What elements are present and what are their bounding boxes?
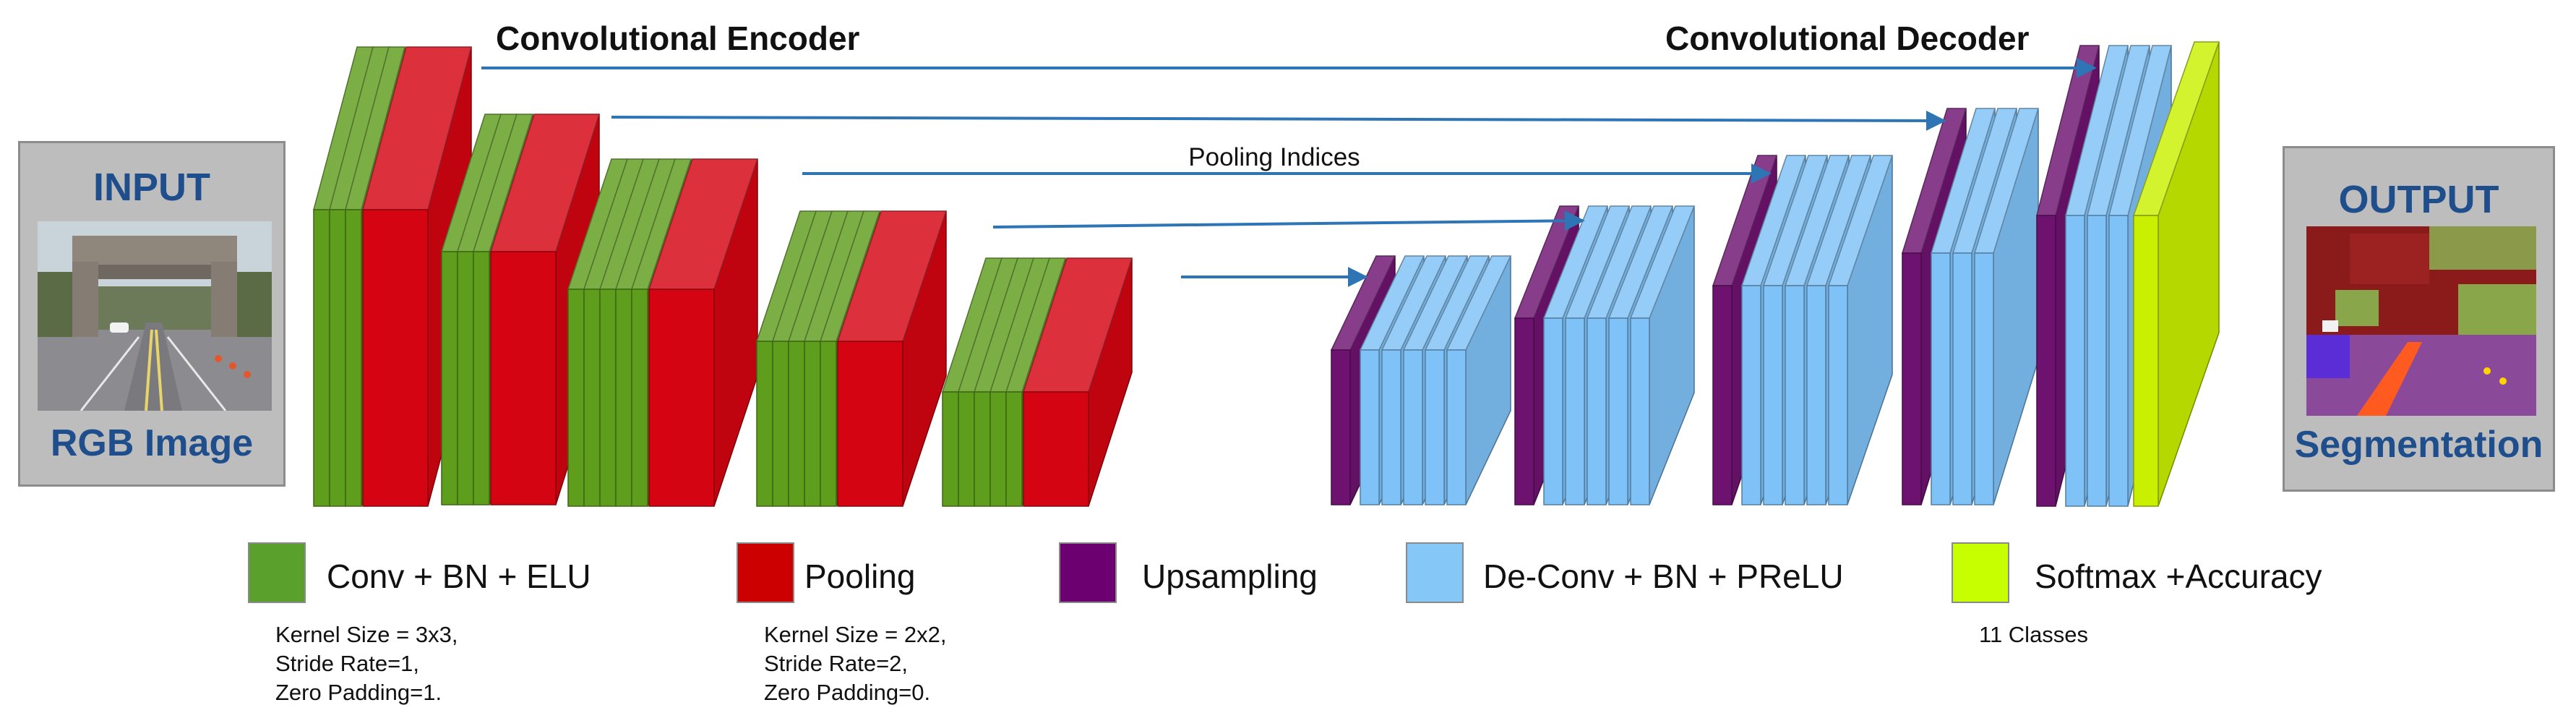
legend-label-conv: Conv + BN + ELU	[327, 558, 591, 595]
decoder-block-4-deconv-layer-2	[1952, 252, 1972, 505]
encoder-block-3-conv-layer-4	[615, 289, 632, 507]
decoder-block-3-deconv-layer-4	[1806, 285, 1826, 505]
legend-swatch-upsampling	[1059, 542, 1117, 603]
legend-swatch-conv	[248, 542, 306, 603]
legend-note-conv-2: Stride Rate=1,	[275, 651, 420, 676]
decoder-block-3-upsampling-layer	[1712, 285, 1733, 505]
legend-label-deconv: De-Conv + BN + PReLU	[1483, 558, 1844, 595]
encoder-title: Convolutional Encoder	[496, 20, 860, 57]
legend-note-pool-3: Zero Padding=0.	[764, 680, 931, 705]
decoder-block-3-deconv-layer-2	[1763, 285, 1783, 505]
legend-swatch-pool	[737, 542, 794, 603]
decoder-block-3-deconv-layer-1	[1741, 285, 1761, 505]
encoder-block-1-conv-layer-3	[345, 209, 362, 507]
legend-label-pool: Pooling	[804, 558, 916, 595]
decoder-block-2-deconv-layer-3	[1587, 317, 1607, 505]
legend-swatch-deconv	[1406, 542, 1464, 603]
legend-note-pool-2: Stride Rate=2,	[764, 651, 909, 676]
decoder-block-1-deconv-layer-2	[1381, 349, 1401, 505]
decoder-block-1-upsampling-layer	[1331, 349, 1351, 505]
skip-arrow-2	[611, 110, 1946, 131]
decoder-block-5-deconv-layer-2	[2087, 215, 2107, 507]
output-segmentation-map-picture	[2306, 226, 2536, 416]
encoder-block-1-conv-layer-2	[329, 209, 346, 507]
encoder-block-3-conv-layer-2	[583, 289, 601, 507]
encoder-block-3-conv-layer-1	[567, 289, 585, 507]
legend-label-softmax: Softmax +Accuracy	[2035, 558, 2322, 595]
encoder-block-5-conv-layer-4	[989, 391, 1007, 507]
legend-note-conv-1: Kernel Size = 3x3,	[275, 622, 458, 647]
legend-label-upsampling: Upsampling	[1142, 558, 1318, 595]
encoder-block-3-conv-layer-3	[599, 289, 617, 507]
encoder-block-4-conv-layer-2	[772, 341, 789, 507]
decoder-block-2-deconv-layer-4	[1608, 317, 1628, 505]
encoder-block-5-conv-layer-5	[1005, 391, 1023, 507]
output-caption: Segmentation	[2294, 424, 2543, 466]
legend-swatch-softmax	[1952, 542, 2009, 603]
decoder-block-1-deconv-layer-3	[1403, 349, 1423, 505]
decoder-block-1-deconv-layer-4	[1425, 349, 1445, 505]
encoder-block-4-conv-layer-3	[788, 341, 805, 507]
decoder-block-4-deconv-layer-3	[1974, 252, 1994, 505]
encoder-block-2-conv-layer-1	[441, 251, 458, 505]
encoder-block-5-pool-layer-1	[1023, 391, 1089, 507]
encoder-block-4-pool-layer-1	[837, 341, 903, 507]
encoder-block-5-conv-layer-1	[942, 391, 959, 507]
encoder-block-3-pool-layer-1	[648, 289, 715, 507]
decoder-block-3-deconv-layer-3	[1785, 285, 1805, 505]
encoder-block-2-pool-layer-1	[490, 251, 557, 505]
decoder-block-1-deconv-layer-1	[1360, 349, 1380, 505]
encoder-block-4-conv-layer-1	[756, 341, 773, 507]
decoder-block-2-deconv-layer-1	[1543, 317, 1563, 505]
decoder-block-3-deconv-layer-5	[1828, 285, 1848, 505]
input-rgb-image	[38, 221, 272, 411]
output-title: OUTPUT	[2338, 178, 2499, 221]
decoder-block-4-deconv-layer-1	[1931, 252, 1951, 505]
decoder-block-2-deconv-layer-5	[1630, 317, 1650, 505]
legend-note-conv-3: Zero Padding=1.	[275, 680, 442, 705]
output-segmentation-image	[2306, 226, 2536, 416]
encoder-block-1-pool-layer-1	[362, 209, 429, 507]
decoder-block-4-upsampling-layer	[1902, 252, 1922, 505]
legend-note-pool-1: Kernel Size = 2x2,	[764, 622, 947, 647]
encoder-block-5-conv-layer-3	[974, 391, 991, 507]
pooling-indices-label: Pooling Indices	[1188, 143, 1360, 171]
decoder-block-5-softmax-layer	[2133, 215, 2159, 507]
input-title: INPUT	[93, 166, 210, 209]
decoder-block-5-deconv-layer-3	[2108, 215, 2129, 507]
encoder-block-4-conv-layer-5	[820, 341, 837, 507]
encoder-block-4-conv-layer-4	[804, 341, 821, 507]
input-road-scene-picture	[38, 221, 272, 411]
skip-arrow-4	[992, 210, 1585, 231]
legend-note-softmax-1: 11 Classes	[1979, 622, 2089, 647]
encoder-block-5-conv-layer-2	[958, 391, 975, 507]
decoder-block-1-deconv-layer-5	[1446, 349, 1467, 505]
decoder-block-5-deconv-layer-1	[2065, 215, 2085, 507]
output-panel: OUTPUT Segmentation	[2283, 146, 2555, 492]
encoder-block-1-conv-layer-1	[313, 209, 330, 507]
encoder-block-2-conv-layer-3	[473, 251, 490, 505]
encoder-block-3-conv-layer-5	[631, 289, 648, 507]
decoder-block-5-upsampling-layer	[2036, 215, 2056, 507]
encoder-block-2-conv-layer-2	[457, 251, 474, 505]
decoder-title: Convolutional Decoder	[1665, 20, 2030, 57]
input-caption: RGB Image	[50, 422, 254, 464]
decoder-block-2-deconv-layer-2	[1565, 317, 1585, 505]
decoder-block-2-upsampling-layer	[1514, 317, 1534, 505]
input-panel: INPUT RGB	[18, 141, 285, 487]
